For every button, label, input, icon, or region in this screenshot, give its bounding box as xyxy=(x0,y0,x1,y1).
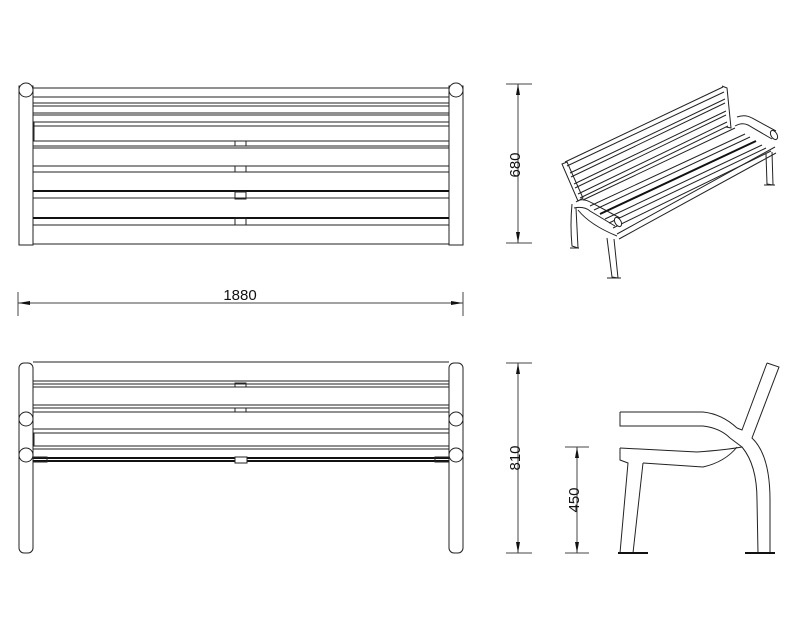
plan-center-brackets xyxy=(234,140,247,226)
plan-right-armrest-end xyxy=(448,82,464,98)
iso-right-back-post xyxy=(721,85,732,129)
iso-seat-slats xyxy=(582,127,777,240)
side-front-leg-outer xyxy=(619,448,629,554)
side-backrest-front xyxy=(736,362,768,431)
plan-left-frame xyxy=(18,85,34,246)
iso-left-back-post xyxy=(561,161,584,202)
side-elevation xyxy=(618,362,780,554)
front-slats xyxy=(32,361,450,464)
seat-height-label: 450 xyxy=(566,487,583,512)
front-right-upper-tube xyxy=(448,411,464,427)
seat-height-dimension: 450 xyxy=(565,446,589,554)
side-armrest-top xyxy=(620,411,738,429)
depth-dimension: 680 xyxy=(506,83,532,244)
side-backrest-rear xyxy=(751,362,780,553)
isometric-view xyxy=(561,85,779,279)
iso-left-side-frame xyxy=(577,209,618,237)
side-front-leg-inner xyxy=(632,462,644,554)
front-right-lower-tube xyxy=(448,447,464,463)
front-left-upper-tube xyxy=(18,411,34,427)
length-label: 1880 xyxy=(223,287,256,304)
side-seat-bottom xyxy=(642,446,738,468)
height-dimension: 810 xyxy=(506,362,532,554)
plan-right-frame xyxy=(448,85,464,246)
iso-left-rear-leg xyxy=(570,203,579,249)
height-label: 810 xyxy=(507,445,524,470)
iso-right-armrest xyxy=(734,115,777,140)
plan-view xyxy=(18,82,464,246)
plan-left-armrest-end xyxy=(18,82,34,98)
side-seat-top xyxy=(619,446,759,554)
iso-left-armrest xyxy=(573,199,621,227)
front-elevation xyxy=(18,361,464,554)
front-left-lower-tube xyxy=(18,447,34,463)
depth-label: 680 xyxy=(507,152,524,177)
length-dimension: 1880 xyxy=(17,287,464,316)
iso-left-front-leg xyxy=(606,237,619,279)
iso-back-slats xyxy=(564,86,729,199)
side-armrest-bottom xyxy=(619,412,731,439)
